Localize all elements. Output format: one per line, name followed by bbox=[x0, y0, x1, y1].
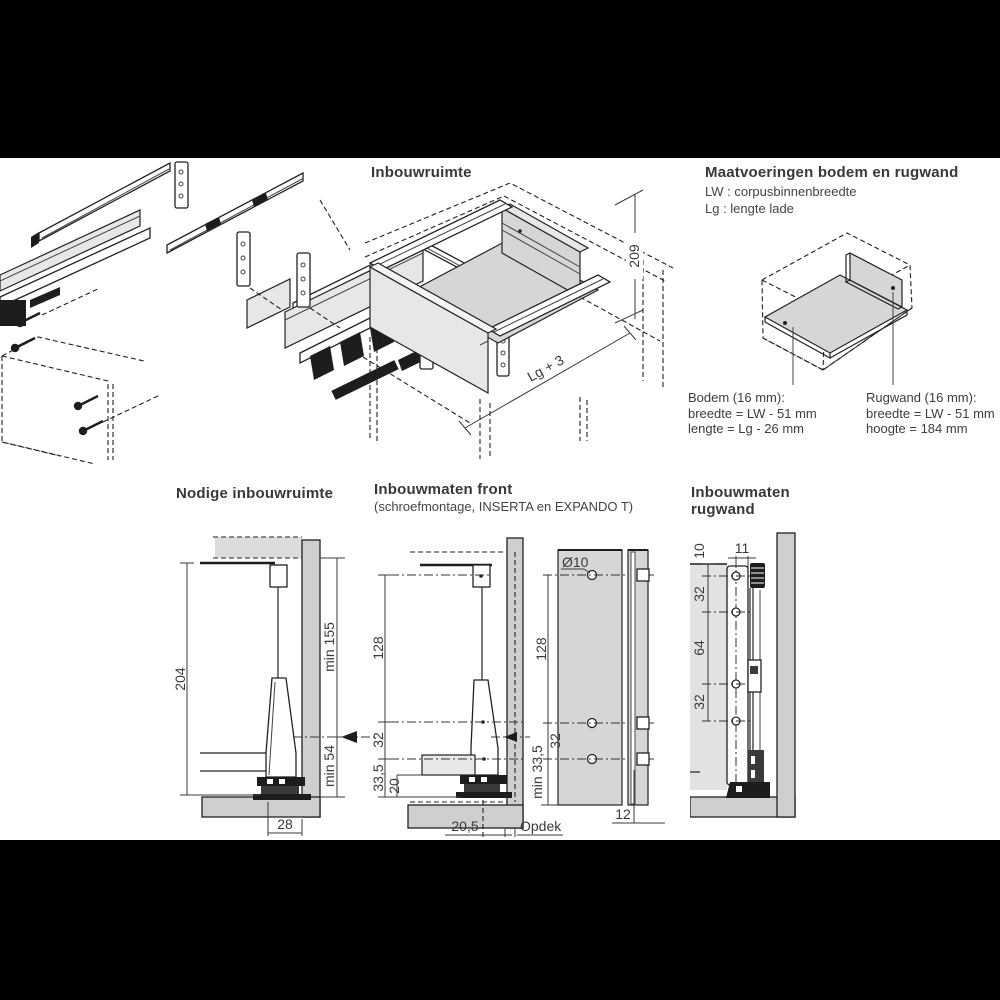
cabinet-rail-top bbox=[31, 161, 171, 248]
legend-lw: LW : corpusbinnenbreedte bbox=[705, 184, 857, 199]
bottom-panel-section bbox=[407, 804, 524, 829]
dim-min155-min54: min 155 min 54 bbox=[320, 557, 345, 798]
cabinet-top-panel bbox=[215, 537, 302, 558]
svg-text:Lg + 3: Lg + 3 bbox=[524, 351, 566, 384]
rugwand-title: Inbouwmaten rugwand bbox=[691, 484, 790, 518]
svg-text:28: 28 bbox=[277, 816, 293, 832]
svg-text:64: 64 bbox=[691, 640, 707, 656]
front-drawing: 128 32 33,5 20 20,5 Opdek Ø10 bbox=[370, 537, 665, 837]
rear-profile bbox=[726, 588, 770, 798]
front-subtitle: (schroefmontage, INSERTA en EXPANDO T) bbox=[374, 499, 634, 514]
svg-text:12: 12 bbox=[615, 806, 631, 822]
cabinet-side-panel bbox=[301, 539, 321, 818]
rugwand-note: Rugwand (16 mm): breedte = LW - 51 mm ho… bbox=[866, 390, 995, 437]
rugwand-breedte: breedte = LW - 51 mm bbox=[866, 405, 995, 421]
svg-text:min 54: min 54 bbox=[321, 745, 337, 787]
rugwand-heading: Rugwand (16 mm): bbox=[866, 390, 977, 405]
svg-text:209: 209 bbox=[626, 244, 642, 268]
dim-28: 28 bbox=[267, 802, 303, 836]
drawer-profile bbox=[200, 561, 311, 800]
inbouwruimte-title: Inbouwruimte bbox=[371, 164, 472, 181]
drawer-side-left bbox=[0, 209, 151, 326]
cabinet-legs-dashed bbox=[369, 337, 588, 459]
rugwand-panel bbox=[845, 252, 903, 310]
screw-direction-arrow bbox=[491, 732, 530, 742]
svg-text:32: 32 bbox=[691, 694, 707, 710]
svg-text:128: 128 bbox=[533, 637, 549, 661]
bodem-breedte: breedte = LW - 51 mm bbox=[688, 405, 817, 421]
svg-text:204: 204 bbox=[172, 667, 188, 691]
maatvoeringen-drawing bbox=[761, 232, 913, 385]
maatvoeringen-legend: LW : corpusbinnenbreedte Lg : lengte lad… bbox=[705, 183, 857, 217]
svg-text:11: 11 bbox=[735, 540, 750, 556]
front-dim-chain: 128 32 33,5 20 bbox=[370, 574, 460, 798]
rugwand-hoogte: hoogte = 184 mm bbox=[866, 421, 968, 436]
svg-text:min 33,5: min 33,5 bbox=[529, 745, 545, 799]
nodige-title: Nodige inbouwruimte bbox=[176, 485, 334, 502]
nodige-drawing: 204 min 155 min 54 28 bbox=[172, 536, 375, 836]
white-page-area: Inbouwruimte bbox=[0, 158, 1000, 840]
bodem-heading: Bodem (16 mm): bbox=[688, 390, 785, 405]
adjustment-wheel bbox=[750, 563, 765, 588]
svg-text:20: 20 bbox=[386, 778, 402, 794]
cabinet-opening-dashed bbox=[362, 183, 674, 424]
rugwand-title-line2: rugwand bbox=[691, 501, 755, 518]
cabinet-rail-mid bbox=[166, 171, 304, 255]
panel-dim-chain: 128 32 min 33,5 bbox=[529, 575, 563, 806]
svg-text:10: 10 bbox=[691, 543, 707, 559]
drawer-profile bbox=[420, 563, 512, 798]
svg-text:33,5: 33,5 bbox=[370, 764, 386, 791]
front-bottom-dims: 20,5 Opdek bbox=[445, 800, 563, 837]
bodem-lengte: lengte = Lg - 26 mm bbox=[688, 421, 804, 436]
maatvoeringen-title: Maatvoeringen bodem en rugwand bbox=[705, 164, 959, 181]
bodem-note: Bodem (16 mm): breedte = LW - 51 mm leng… bbox=[688, 390, 817, 437]
inbouwruimte-drawing: 209 Lg + 3 bbox=[362, 183, 674, 459]
svg-text:32: 32 bbox=[547, 733, 563, 749]
svg-text:32: 32 bbox=[691, 586, 707, 602]
side-panel-bar bbox=[776, 532, 796, 818]
drawer-bottom-board bbox=[421, 754, 476, 776]
dim-height-209: 209 bbox=[614, 189, 644, 324]
drawer-side-small bbox=[246, 278, 291, 329]
rugwand-dim-chain: 10 32 64 32 bbox=[691, 543, 715, 721]
front-title: Inbouwmaten front bbox=[374, 481, 513, 498]
cabinet-dashed-box bbox=[1, 336, 145, 465]
svg-text:min 155: min 155 bbox=[321, 622, 337, 672]
svg-text:Ø10: Ø10 bbox=[562, 554, 589, 570]
bodem-panel bbox=[763, 274, 909, 360]
svg-text:Opdek: Opdek bbox=[520, 818, 562, 834]
dim-204: 204 bbox=[172, 562, 260, 796]
rugwand-title-line1: Inbouwmaten bbox=[691, 484, 790, 501]
drawer-iso bbox=[368, 199, 612, 395]
svg-text:20,5: 20,5 bbox=[451, 818, 478, 834]
dim-12: 12 bbox=[612, 770, 665, 824]
rugwand-drawing: 10 32 64 32 11 bbox=[690, 532, 796, 818]
svg-text:128: 128 bbox=[370, 636, 386, 660]
front-panel-edge-view bbox=[627, 549, 650, 806]
svg-text:32: 32 bbox=[370, 732, 386, 748]
legend-lg: Lg : lengte lade bbox=[705, 201, 794, 216]
dim-11: 11 bbox=[728, 540, 756, 568]
